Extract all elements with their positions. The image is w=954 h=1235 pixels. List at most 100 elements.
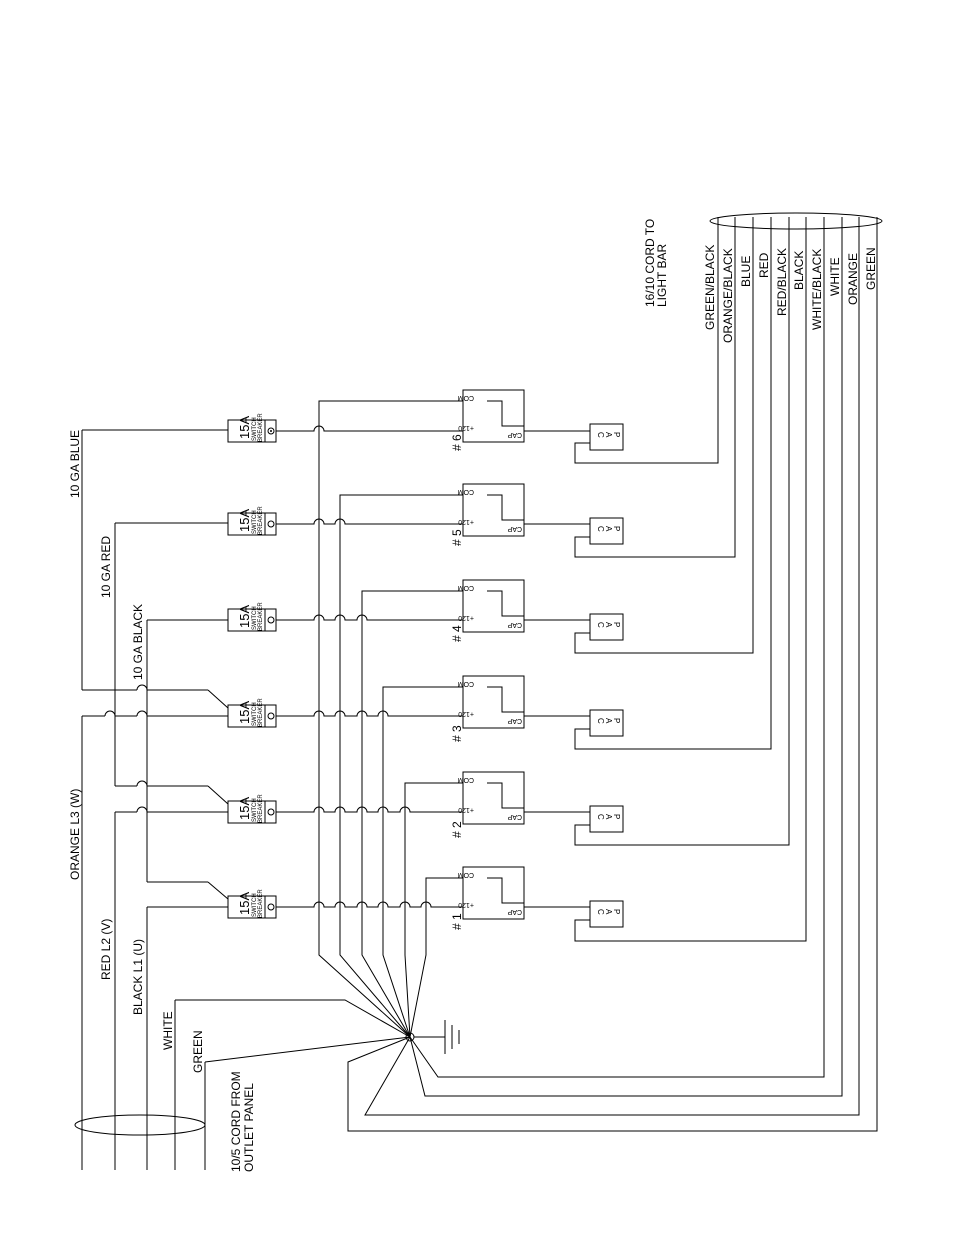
svg-text:COM: COM — [458, 776, 475, 783]
svg-text:BREAKER: BREAKER — [258, 506, 264, 535]
wire-label-green: GREEN — [191, 1030, 205, 1073]
out-wire-white-black: WHITE/BLACK — [810, 249, 824, 330]
svg-text:SWITCH: SWITCH — [252, 417, 258, 441]
output-cord: 16/10 CORD TO LIGHT BAR GREEN/BLACK ORAN… — [643, 212, 883, 343]
svg-text:P: P — [612, 909, 621, 914]
circuit-label-6: # 6 — [450, 434, 464, 451]
relays: COM +120 CAP COM +120 CAP COM +120 CAP C… — [458, 389, 525, 920]
out-wire-red-black: RED/BLACK — [775, 248, 789, 316]
wire-label-red: RED L2 (V) — [99, 919, 113, 980]
svg-text:15A: 15A — [237, 509, 252, 532]
cap-boxes: C A P C A P C A P C A P — [524, 217, 807, 942]
svg-text:COM: COM — [458, 584, 475, 591]
svg-text:A: A — [604, 909, 613, 915]
svg-text:C: C — [596, 909, 605, 915]
svg-text:SWITCH: SWITCH — [252, 606, 258, 630]
feeder-label-blue: 10 GA BLUE — [68, 430, 82, 498]
svg-text:BREAKER: BREAKER — [258, 698, 264, 727]
svg-text:C: C — [596, 526, 605, 532]
svg-text:BREAKER: BREAKER — [258, 794, 264, 823]
out-wire-green-black: GREEN/BLACK — [703, 245, 717, 330]
out-wire-orange-black: ORANGE/BLACK — [721, 248, 735, 343]
svg-text:CAP: CAP — [507, 717, 522, 724]
svg-text:SWITCH: SWITCH — [252, 798, 258, 822]
out-wire-white: WHITE — [828, 257, 842, 296]
feeder-label-black: 10 GA BLACK — [131, 604, 145, 680]
breaker-output-wires — [276, 425, 463, 908]
relay-5: COM +120 CAP — [458, 483, 525, 537]
svg-text:A: A — [604, 526, 613, 532]
svg-text:A: A — [604, 432, 613, 438]
cord-out-bundle-ring — [709, 212, 883, 230]
circuit-label-2: # 2 — [450, 821, 464, 838]
svg-text:C: C — [596, 814, 605, 820]
input-cord: 10/5 CORD FROM OUTLET PANEL ORANGE L3 (W… — [68, 716, 256, 1172]
relay-3: COM +120 CAP — [458, 675, 525, 729]
svg-text:SWITCH: SWITCH — [252, 510, 258, 534]
breaker-3: 15A SWITCH BREAKER — [227, 698, 277, 728]
svg-text:CAP: CAP — [507, 813, 522, 820]
out-wire-green: GREEN — [864, 247, 878, 290]
wire-label-orange: ORANGE L3 (W) — [68, 789, 82, 880]
svg-text:A: A — [604, 622, 613, 628]
cord-in-title-1: 10/5 CORD FROM — [229, 1071, 243, 1172]
svg-text:COM: COM — [458, 394, 475, 401]
svg-text:+120: +120 — [458, 518, 474, 525]
breaker-2: 15A SWITCH BREAKER — [227, 794, 277, 824]
breaker-5: 15A SWITCH BREAKER — [227, 506, 277, 536]
svg-text:C: C — [596, 432, 605, 438]
ground-icon — [414, 1020, 460, 1054]
out-wire-red: RED — [757, 252, 771, 278]
cap-1: C A P — [524, 217, 807, 942]
out-wire-black: BLACK — [792, 251, 806, 290]
svg-text:P: P — [612, 622, 621, 627]
svg-text:15A: 15A — [237, 701, 252, 724]
breakers: 15A SWITCH BREAKER 15A SWITCH BREAKER 15… — [227, 413, 277, 919]
out-wire-blue: BLUE — [739, 256, 753, 287]
feeders: 10 GA BLUE 10 GA RED 10 GA BLACK — [68, 429, 229, 908]
svg-text:COM: COM — [458, 680, 475, 687]
svg-text:+120: +120 — [458, 806, 474, 813]
svg-text:15A: 15A — [237, 797, 252, 820]
cap-6: C A P — [524, 217, 719, 464]
svg-text:CAP: CAP — [507, 908, 522, 915]
breaker-4: 15A SWITCH BREAKER — [227, 602, 277, 632]
feeder-label-red: 10 GA RED — [99, 536, 113, 598]
cap-2: C A P — [524, 217, 790, 846]
svg-text:+120: +120 — [458, 710, 474, 717]
circuit-label-3: # 3 — [450, 725, 464, 742]
cap-5: C A P — [524, 217, 736, 558]
relay-4: COM +120 CAP — [458, 579, 525, 633]
relay-2: COM +120 CAP — [458, 771, 525, 825]
svg-text:P: P — [612, 432, 621, 437]
svg-text:+120: +120 — [458, 614, 474, 621]
relay-1: COM +120 CAP — [458, 866, 525, 920]
svg-text:15A: 15A — [237, 416, 252, 439]
cord-out-title-2: LIGHT BAR — [655, 244, 669, 307]
svg-text:SWITCH: SWITCH — [252, 893, 258, 917]
svg-text:BREAKER: BREAKER — [258, 889, 264, 918]
circuit-labels: # 6 # 5 # 4 # 3 # 2 # 1 — [450, 434, 464, 930]
wire-label-black: BLACK L1 (U) — [131, 939, 145, 1015]
svg-text:P: P — [612, 526, 621, 531]
relay-6: COM +120 CAP — [458, 389, 525, 443]
svg-text:C: C — [596, 718, 605, 724]
circuit-label-4: # 4 — [450, 625, 464, 642]
svg-text:+120: +120 — [458, 901, 474, 908]
svg-text:P: P — [612, 718, 621, 723]
svg-text:+120: +120 — [458, 424, 474, 431]
cap-3: C A P — [524, 217, 772, 750]
svg-text:15A: 15A — [237, 892, 252, 915]
svg-text:C: C — [596, 622, 605, 628]
svg-text:SWITCH: SWITCH — [252, 702, 258, 726]
cap-4: C A P — [524, 217, 754, 654]
svg-text:CAP: CAP — [507, 621, 522, 628]
svg-text:A: A — [604, 814, 613, 820]
svg-text:COM: COM — [458, 871, 475, 878]
circuit-label-5: # 5 — [450, 529, 464, 546]
svg-text:15A: 15A — [237, 605, 252, 628]
svg-text:CAP: CAP — [507, 431, 522, 438]
svg-text:BREAKER: BREAKER — [258, 413, 264, 442]
cord-in-title-2: OUTLET PANEL — [242, 1083, 256, 1172]
